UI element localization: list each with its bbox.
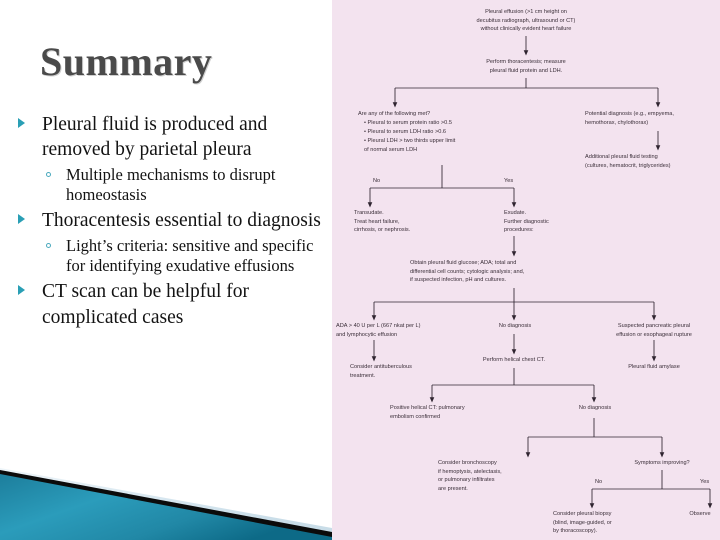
black-stripe-shape xyxy=(0,470,332,540)
flow-node-obtain-fluid-studies: Obtain pleural fluid glucose; ADA; total… xyxy=(410,260,525,283)
teal-triangle-shape xyxy=(0,474,332,540)
flow-node-positive-helical-ct: Positive helical CT: pulmonary embolism … xyxy=(390,405,465,420)
corner-decoration xyxy=(0,448,332,540)
flow-edge-label-no-1: No xyxy=(373,178,381,184)
flow-node-transudate: Transudate. Treat heart failure, cirrhos… xyxy=(354,210,411,233)
bullet-item-1-text: Pleural fluid is produced and removed by… xyxy=(42,114,268,161)
flowchart-connectors xyxy=(367,36,713,509)
bullet-item-5: CT scan can be helpful for complicated c… xyxy=(14,279,328,330)
bullet-item-5-text: CT scan can be helpful for complicated c… xyxy=(42,281,250,328)
flow-edge-label-no-2: No xyxy=(595,479,603,485)
flow-node-consider-antituberculous: Consider antituberculous treatment. xyxy=(350,364,412,379)
flow-node-additional-testing: Additional pleural fluid testing (cultur… xyxy=(585,154,671,169)
flow-node-criteria-bullet-2: • Pleural to serum LDH ratio >0.6 xyxy=(364,129,447,135)
flow-node-no-diagnosis-1: No diagnosis xyxy=(498,323,532,329)
flow-node-criteria-bullet-3: • Pleural LDH > two thirds upper limit o… xyxy=(364,138,456,153)
white-wedge-shape xyxy=(0,448,332,526)
triangle-bullet-icon xyxy=(18,118,25,128)
flow-node-pleural-effusion: Pleural effusion (>1 cm height on decubi… xyxy=(476,9,576,32)
flow-node-pleural-fluid-amylase: Pleural fluid amylase xyxy=(628,364,680,370)
circle-bullet-icon xyxy=(46,171,51,177)
flow-node-consider-pleural-biopsy: Consider pleural biopsy (blind, image-gu… xyxy=(553,511,612,534)
flow-node-symptoms-improving: Symptoms improving? xyxy=(634,460,690,466)
flow-node-criteria-bullet-1: • Pleural to serum protein ratio >0.5 xyxy=(364,120,452,126)
flow-edge-label-yes-2: Yes xyxy=(700,479,710,485)
bullet-item-2: Multiple mechanisms to disrupt homeostas… xyxy=(14,165,328,207)
flow-node-observe: Observe xyxy=(689,511,711,517)
content-pane: Summary Pleural fluid is produced and re… xyxy=(0,0,332,540)
flow-node-consider-bronchoscopy: Consider bronchoscopy if hemoptysis, ate… xyxy=(438,460,502,492)
bullet-item-3-text: Thoracentesis essential to diagnosis xyxy=(42,210,321,232)
flow-edge-label-yes-1: Yes xyxy=(504,178,514,184)
bullet-item-2-text: Multiple mechanisms to disrupt homeostas… xyxy=(66,164,276,205)
flowchart-panel: Pleural effusion (>1 cm height on decubi… xyxy=(332,0,720,540)
triangle-bullet-icon xyxy=(18,285,25,296)
flow-node-perform-thoracentesis: Perform thoracentesis; measure pleural f… xyxy=(486,59,566,74)
bullet-item-4-text: Light’s criteria: sensitive and specific… xyxy=(66,235,314,276)
bullet-item-3: Thoracentesis essential to diagnosis xyxy=(14,208,328,233)
criteria-1-text: Pleural to serum protein ratio >0.5 xyxy=(367,120,452,126)
flow-node-ada-lymphocytic: ADA > 40 U per L (667 nkat per L) and ly… xyxy=(336,323,421,338)
criteria-2-text: Pleural to serum LDH ratio >0.6 xyxy=(367,129,447,135)
bullet-item-1: Pleural fluid is produced and removed by… xyxy=(14,112,328,163)
flow-node-potential-diagnosis: Potential diagnosis (e.g., empyema, hemo… xyxy=(585,111,674,126)
bullet-item-4: Light’s criteria: sensitive and specific… xyxy=(14,236,328,278)
flow-node-no-diagnosis-2: No diagnosis xyxy=(578,405,612,411)
pale-band-shape xyxy=(0,468,332,540)
page-title: Summary xyxy=(40,39,213,84)
criteria-3-text: Pleural LDH > two thirds upper limit of … xyxy=(364,138,456,153)
bullet-list: Pleural fluid is produced and removed by… xyxy=(14,112,328,331)
teal-triangle-main xyxy=(0,476,332,540)
flow-node-helical-chest-ct: Perform helical chest CT. xyxy=(482,357,546,363)
circle-bullet-icon xyxy=(46,242,51,248)
triangle-bullet-icon xyxy=(18,214,25,225)
flow-node-criteria-question: Are any of the following met? xyxy=(358,111,431,117)
flow-node-suspected-pancreatic: Suspected pancreatic pleural effusion or… xyxy=(616,323,692,338)
flow-node-exudate: Exudate. Further diagnostic procedures: xyxy=(504,210,549,233)
